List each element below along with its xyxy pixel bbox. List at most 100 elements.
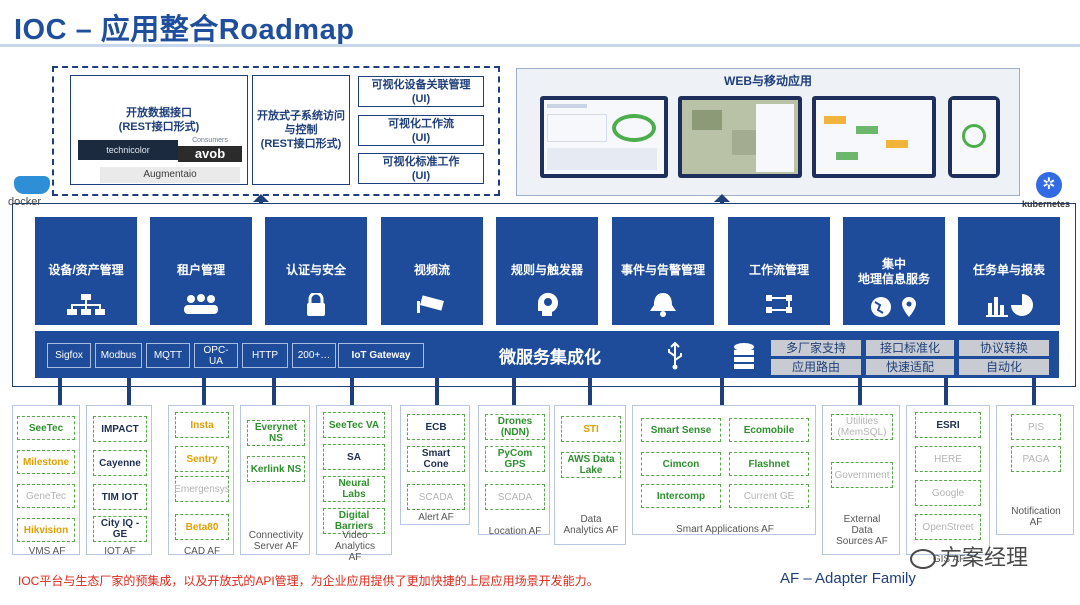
connector-conn <box>272 378 276 405</box>
bell-icon <box>650 293 676 317</box>
adapter-vendor: SeeTec <box>17 416 75 440</box>
microservice-title: 微服务集成化 <box>499 348 601 367</box>
service-event-alarm: 事件与告警管理 <box>612 217 714 325</box>
lock-icon <box>307 293 325 316</box>
usb-icon <box>668 342 682 370</box>
adapter-vendor: Neural Labs <box>323 476 385 502</box>
subsystem-label: 开放式子系统访问与控制 (REST接口形式) <box>257 110 345 150</box>
adapter-vendor: Sentry <box>175 446 229 472</box>
adapter-vendor: Flashnet <box>729 452 809 476</box>
adapter-vendor: Smart Cone <box>407 446 465 472</box>
subsystem-access-box: 开放式子系统访问与控制 (REST接口形式) <box>252 75 350 185</box>
service-label: 集中 地理信息服务 <box>857 257 930 286</box>
wechat-icon <box>910 549 936 570</box>
consumers-logo: Consumers <box>192 137 228 144</box>
ui-standard-work: 可视化标准工作 (UI) <box>358 153 484 184</box>
group-icon <box>184 294 218 314</box>
iot-gateway: IoT Gateway <box>338 343 424 368</box>
adapter-family-label: Notification AF <box>1011 506 1061 528</box>
arrow-up-icon <box>253 194 269 202</box>
service-gis: 集中 地理信息服务 <box>843 217 945 325</box>
adapter-vendor: AWS Data Lake <box>561 452 621 478</box>
adapter-vendor: Emergensys <box>174 476 230 502</box>
adapter-vendor: Ecomobile <box>729 418 809 442</box>
connector-da <box>588 378 592 405</box>
augmentaio-logo: Augmentaio <box>100 167 240 183</box>
service-device-asset: 设备/资产管理 <box>35 217 137 325</box>
service-tickets-reports: 任务单与报表 <box>958 217 1060 325</box>
footer-note: IOC平台与生态厂家的预集成，以及开放式的API管理，为企业应用提供了更加快捷的… <box>18 574 599 588</box>
adapter-vendor: IMPACT <box>93 416 147 442</box>
service-label: 事件与告警管理 <box>620 263 705 277</box>
adapter-vendor: Government <box>831 462 893 488</box>
adapter-vendor: Hikvision <box>17 518 75 542</box>
brain-gear-icon <box>537 292 558 316</box>
technicolor-logo: technicolor <box>78 140 178 160</box>
adapter-vendor: SA <box>323 444 385 470</box>
adapter-vendor: Cimcon <box>641 452 721 476</box>
protocol-mqtt: MQTT <box>146 343 190 368</box>
connector-va <box>350 378 354 405</box>
adapter-vendor: SCADA <box>407 484 465 510</box>
adapter-family-label: Location AF <box>488 526 542 537</box>
workflow-icon <box>766 295 792 313</box>
connector-iot <box>127 378 131 405</box>
adapter-family-label: IOT AF <box>104 546 136 557</box>
open-api-group <box>52 66 500 196</box>
arrow-up-icon <box>714 194 730 202</box>
kubernetes-label: kubernetes <box>1022 199 1071 209</box>
connector-ext <box>858 378 862 405</box>
adapter-family-label: Data Analytics AF <box>563 514 619 536</box>
adapter-family-label: VMS AF <box>28 546 66 557</box>
adapter-vendor: ECB <box>407 414 465 440</box>
adapter-vendor: Cayenne <box>93 450 147 476</box>
adapter-vendor: Current GE <box>729 484 809 508</box>
connector-smart <box>720 378 724 405</box>
adapter-vendor: Milestone <box>17 450 75 474</box>
service-auth-security: 认证与安全 <box>265 217 367 325</box>
watermark-text: 方案经理 <box>940 545 1029 570</box>
ui-workflow: 可视化工作流 (UI) <box>358 115 484 146</box>
watermark: 方案经理 <box>910 540 1028 572</box>
service-label: 认证与安全 <box>285 263 346 277</box>
adapter-family-label: External Data Sources AF <box>836 514 888 547</box>
connector-cad <box>202 378 206 405</box>
open-data-interface-box: 开放数据接口 (REST接口形式) <box>70 75 248 185</box>
adapter-vendor: SeeTec VA <box>323 412 385 438</box>
adapter-vendor: PIS <box>1011 414 1061 440</box>
adapter-family-label: GIS AF <box>932 554 966 565</box>
protocol-http: HTTP <box>242 343 288 368</box>
feature-multi-vendor: 多厂家支持 <box>771 340 861 356</box>
adapter-vendor: Google <box>915 480 981 506</box>
protocol-modbus: Modbus <box>95 343 142 368</box>
map-screenshot <box>678 96 802 178</box>
partner-logos: technicolor Consumers avob Augmentaio <box>78 137 242 184</box>
feature-standard-interface: 接口标准化 <box>866 340 954 356</box>
adapter-family-label: Alert AF <box>418 512 454 523</box>
adapter-vendor: Everynet NS <box>247 420 305 446</box>
adapter-vendor: HERE <box>915 446 981 472</box>
feature-protocol-conversion: 协议转换 <box>959 340 1049 356</box>
adapter-vendor: City IQ - GE <box>93 516 147 542</box>
chart-icon <box>986 294 1033 317</box>
adapter-vendor: SCADA <box>485 484 545 510</box>
docker-label: docker <box>8 196 42 208</box>
af-family-label: AF – Adapter Family <box>780 570 916 587</box>
service-label: 规则与触发器 <box>510 263 583 277</box>
dashboard-screenshot <box>540 96 668 178</box>
workflow-screenshot <box>812 96 936 178</box>
connector-loc <box>512 378 516 405</box>
adapter-family-label: Connectivity Server AF <box>248 530 304 552</box>
service-tenant: 租户管理 <box>150 217 252 325</box>
ui-device-association: 可视化设备关联管理 (UI) <box>358 76 484 107</box>
adapter-vendor: Beta80 <box>175 514 229 540</box>
service-label: 设备/资产管理 <box>48 263 124 277</box>
globe-pin-icon <box>871 297 916 317</box>
